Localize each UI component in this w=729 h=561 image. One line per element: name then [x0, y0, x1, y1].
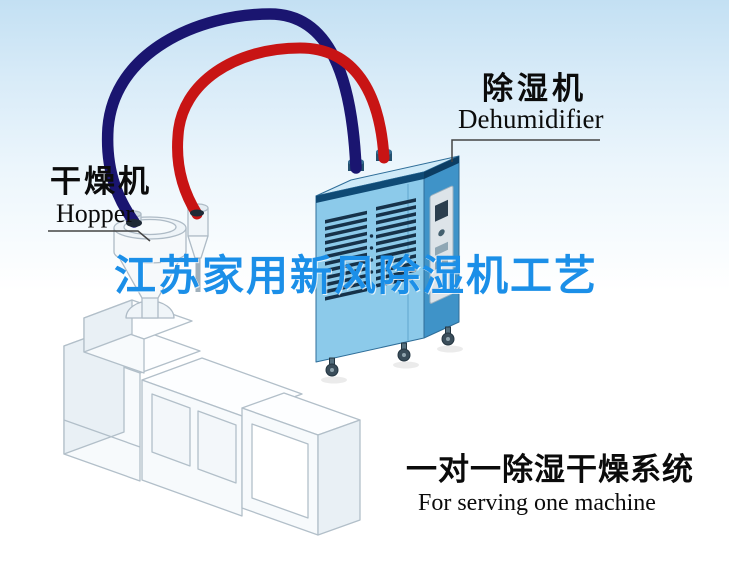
cabinet-right-end-face [317, 419, 361, 536]
dehumidifier-label-cn: 除湿机 [482, 71, 587, 106]
control-panel [429, 185, 454, 304]
cabinet-right-panel [251, 423, 309, 519]
extruder-machine [63, 299, 361, 536]
caption-cn: 一对一除湿干燥系统 [406, 452, 694, 487]
control-button [435, 241, 448, 256]
dehumidifier-side-trim [424, 156, 459, 179]
cyclone-cone [187, 235, 209, 259]
cabinet-mid-door-right [197, 410, 237, 484]
wheel-shadow [321, 376, 347, 384]
vent-grille-left [325, 210, 367, 301]
pipe-supply-red [172, 42, 390, 220]
pedestal-seam [63, 419, 141, 448]
control-display [435, 199, 448, 222]
pipe-collar [126, 219, 142, 227]
wheel-shadow [437, 345, 463, 353]
caster-wheels [325, 326, 455, 377]
hopper-label-en: Hopper [56, 199, 134, 228]
leader-line-dehumidifier [451, 139, 600, 162]
panel-screw-dots [369, 234, 374, 274]
control-button [435, 255, 448, 270]
leader-line-hopper [48, 230, 151, 242]
watermark-title: 江苏家用新风除湿机工艺 [114, 252, 599, 299]
cabinet-mid-door-left [151, 393, 191, 467]
hopper-label-cn: 干燥机 [50, 164, 152, 199]
pipe-collar [190, 209, 204, 217]
vent-grille-right [376, 198, 416, 288]
dehumidifier-label-en: Dehumidifier [458, 104, 604, 134]
dehumidifier-front-trim [316, 172, 424, 203]
caption-en: For serving one machine [418, 490, 656, 516]
leader-lines [48, 139, 600, 242]
connection-pipes [101, 8, 390, 228]
wheel-shadow [393, 361, 419, 369]
head-left-face [83, 299, 133, 353]
control-knob [438, 229, 445, 237]
hopper-neck [141, 295, 159, 319]
